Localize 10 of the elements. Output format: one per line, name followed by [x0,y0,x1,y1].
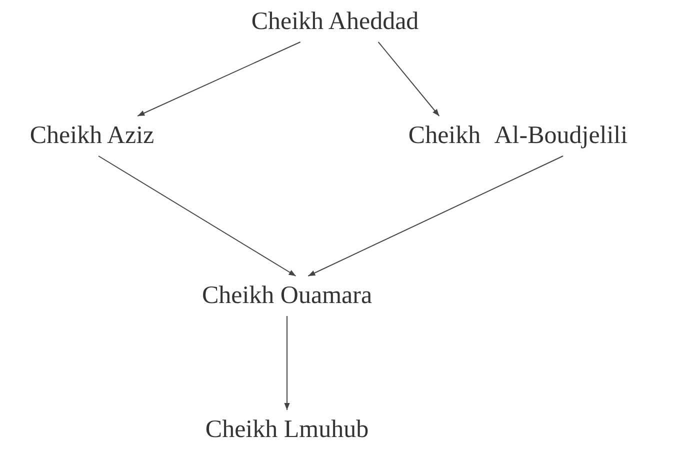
name-label: Cheikh Lmuhub [202,414,372,446]
arrow [378,42,440,116]
name-label: Cheikh Al-Boudjelili [405,120,631,152]
arrow [308,156,564,276]
name-label: Cheikh Aheddad [248,6,422,38]
name-label: Cheikh Ouamara [198,280,376,312]
arrow [284,316,290,410]
name-label: Cheikh Aziz [26,120,158,152]
arrow [137,42,301,116]
arrow [98,156,296,276]
